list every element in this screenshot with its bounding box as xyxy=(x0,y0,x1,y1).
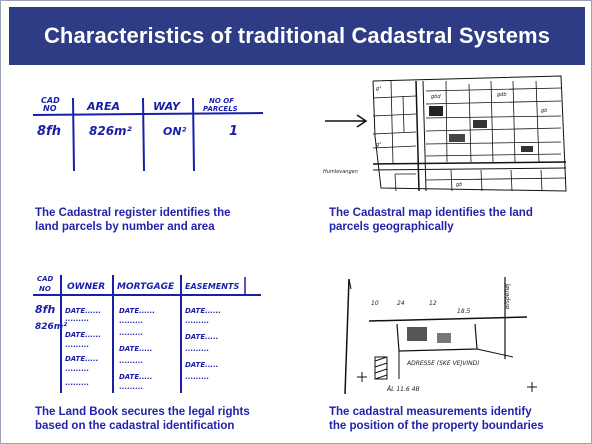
svg-text:DATE.....: DATE..... xyxy=(65,355,98,363)
svg-text:DATE......: DATE...... xyxy=(185,307,221,315)
register-value-way: ON² xyxy=(163,125,187,138)
svg-text:DATE.....: DATE..... xyxy=(119,373,152,381)
svg-text:gbd: gbd xyxy=(431,94,441,100)
svg-text:CAD: CAD xyxy=(37,275,54,283)
svg-text:DATE......: DATE...... xyxy=(65,331,101,339)
register-header-way: WAY xyxy=(153,100,181,113)
svg-text:DATE.....: DATE..... xyxy=(185,333,218,341)
arrow-right-icon xyxy=(325,114,368,128)
register-header-cad: CAD xyxy=(41,96,60,105)
svg-text:·········: ········· xyxy=(185,347,209,355)
svg-text:·········: ········· xyxy=(119,331,143,339)
plus-icon xyxy=(357,372,367,382)
cadastral-map-sketch: g¹ g³ gbd gdb gb gb Humlevangen xyxy=(323,75,567,192)
svg-text:NO: NO xyxy=(39,285,51,293)
svg-text:·········: ········· xyxy=(185,375,209,383)
svg-text:·········: ········· xyxy=(119,319,143,327)
landbook-sketch: CAD NO OWNER MORTGAGE EASEMENTS 8fh 826m… xyxy=(33,275,261,393)
svg-text:·········: ········· xyxy=(65,381,89,389)
register-value-area: 826m² xyxy=(89,124,133,138)
landbook-value-cad: 8fh xyxy=(35,303,55,316)
svg-text:gb: gb xyxy=(456,182,462,188)
slide-title: Characteristics of traditional Cadastral… xyxy=(9,7,585,65)
svg-text:gdb: gdb xyxy=(497,92,507,98)
plus-icon xyxy=(527,382,537,392)
svg-text:DATE.....: DATE..... xyxy=(119,345,152,353)
svg-text:·········: ········· xyxy=(65,317,89,325)
svg-text:DATE......: DATE...... xyxy=(119,307,155,315)
svg-text:ADRESSE (SKE VEJVIND): ADRESSE (SKE VEJVIND) xyxy=(406,360,480,367)
svg-text:·········: ········· xyxy=(119,385,143,393)
svg-text:g¹: g¹ xyxy=(376,86,381,92)
measurements-caption: The cadastral measurements identify the … xyxy=(329,406,544,432)
measurement-sketch: Bispehøj 10 24 12 18.5 ADRESSE (SKE VEJV… xyxy=(344,277,537,395)
svg-text:12: 12 xyxy=(429,300,437,307)
svg-text:g³: g³ xyxy=(376,142,381,148)
svg-text:·········: ········· xyxy=(65,367,89,375)
svg-text:10: 10 xyxy=(371,300,379,307)
svg-text:DATE.....: DATE..... xyxy=(185,361,218,369)
svg-text:·········: ········· xyxy=(119,359,143,367)
svg-text:gb: gb xyxy=(541,108,547,114)
svg-text:DATE......: DATE...... xyxy=(65,307,101,315)
landbook-header-mortgage: MORTGAGE xyxy=(117,282,175,292)
svg-text:Bispehøj: Bispehøj xyxy=(504,283,511,309)
svg-text:·········: ········· xyxy=(185,319,209,327)
svg-text:NO: NO xyxy=(43,104,57,113)
svg-text:Humlevangen: Humlevangen xyxy=(323,169,358,175)
map-caption: The Cadastral map identifies the land pa… xyxy=(329,207,533,233)
landbook-header-owner: OWNER xyxy=(67,282,105,292)
landbook-caption: The Land Book secures the legal rights b… xyxy=(35,406,250,432)
register-value-parcels: 1 xyxy=(229,124,238,139)
register-header-area: AREA xyxy=(86,100,120,113)
register-header-parcels: NO OF xyxy=(209,97,234,105)
landbook-header-easements: EASEMENTS xyxy=(185,282,239,291)
svg-text:18.5: 18.5 xyxy=(457,308,471,315)
register-value-cad: 8fh xyxy=(37,124,61,139)
svg-text:PARCELS: PARCELS xyxy=(203,105,238,113)
svg-text:24: 24 xyxy=(397,300,405,307)
register-caption: The Cadastral register identifies the la… xyxy=(35,207,231,233)
svg-text:ÅL 11.6 4B: ÅL 11.6 4B xyxy=(386,386,420,393)
landbook-value-area: 826m² xyxy=(35,322,67,332)
svg-text:·········: ········· xyxy=(65,343,89,351)
register-sketch: CAD NO AREA WAY NO OF PARCELS 8fh 826m² … xyxy=(32,96,264,172)
